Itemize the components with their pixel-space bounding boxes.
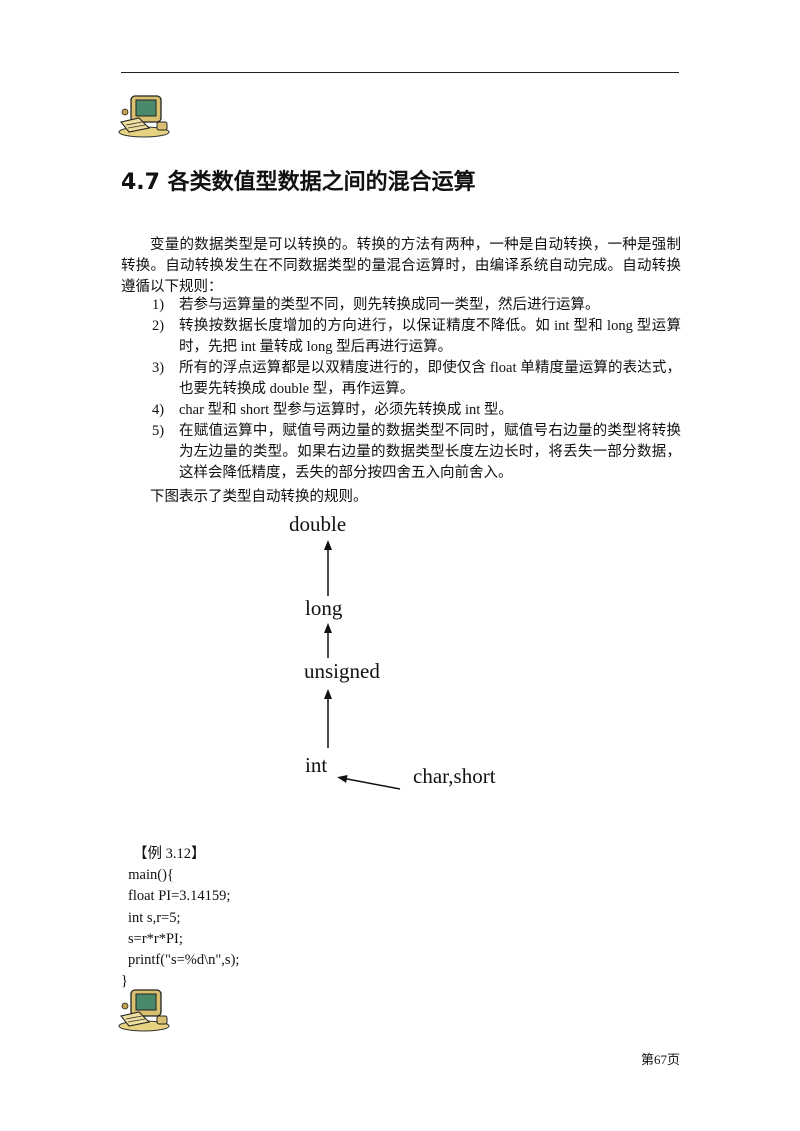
list-item-text: 转换按数据长度增加的方向进行，以保证精度不降低。如 int 型和 long 型运… <box>179 318 681 355</box>
code-line: main(){ <box>121 867 174 884</box>
list-item: 2) 转换按数据长度增加的方向进行，以保证精度不降低。如 int 型和 long … <box>121 316 681 358</box>
list-item: 3) 所有的浮点运算都是以双精度进行的，即使仅含 float 单精度量运算的表达式… <box>121 358 681 400</box>
list-item-number: 5) <box>152 423 165 439</box>
page-number: 第67页 <box>641 1052 681 1067</box>
list-item-text: 在赋值运算中，赋值号两边量的数据类型不同时，赋值号右边量的类型将转换为左边量的类… <box>179 423 681 481</box>
node-int: int <box>305 753 327 777</box>
list-item-text: char 型和 short 型参与运算时，必须先转换成 int 型。 <box>179 402 513 418</box>
list-item-number: 2) <box>152 318 165 334</box>
code-line: } <box>121 973 128 990</box>
list-item-number: 3) <box>152 360 165 376</box>
list-item: 5) 在赋值运算中，赋值号两边量的数据类型不同时，赋值号右边量的类型将转换为左边量… <box>121 421 681 484</box>
list-item-text: 若参与运算量的类型不同，则先转换成同一类型，然后进行运算。 <box>179 297 600 313</box>
code-example: 【例 3.12】 main(){ float PI=3.14159; int s… <box>121 844 239 992</box>
arrow-charshort-to-int <box>337 775 401 790</box>
computer-clipart-icon <box>118 989 170 1032</box>
list-item: 1) 若参与运算量的类型不同，则先转换成同一类型，然后进行运算。 <box>121 295 681 316</box>
list-item-text: 所有的浮点运算都是以双精度进行的，即使仅含 float 单精度量运算的表达式，也… <box>179 360 681 397</box>
code-line: s=r*r*PI; <box>128 930 183 947</box>
conversion-rules-list: 1) 若参与运算量的类型不同，则先转换成同一类型，然后进行运算。 2) 转换按数据长… <box>121 295 681 484</box>
code-line: int s,r=5; <box>128 909 181 926</box>
computer-clipart-icon <box>118 95 170 138</box>
code-line: float PI=3.14159; <box>128 888 231 905</box>
code-line: printf("s=%d\n",s); <box>128 952 240 969</box>
header-rule <box>121 72 679 73</box>
list-item: 4) char 型和 short 型参与运算时，必须先转换成 int 型。 <box>121 400 681 421</box>
node-unsigned: unsigned <box>304 659 380 683</box>
section-heading: 4.7 各类数值型数据之间的混合运算 <box>121 170 476 195</box>
diagram-caption: 下图表示了类型自动转换的规则。 <box>150 489 368 505</box>
node-long: long <box>305 596 343 620</box>
example-label: 【例 3.12】 <box>133 846 206 862</box>
node-double: double <box>289 512 346 536</box>
list-item-number: 1) <box>152 297 165 313</box>
node-char-short: char,short <box>413 764 496 788</box>
intro-paragraph: 变量的数据类型是可以转换的。转换的方法有两种，一种是自动转换，一种是强制转换。自… <box>121 237 681 295</box>
list-item-number: 4) <box>152 402 165 418</box>
